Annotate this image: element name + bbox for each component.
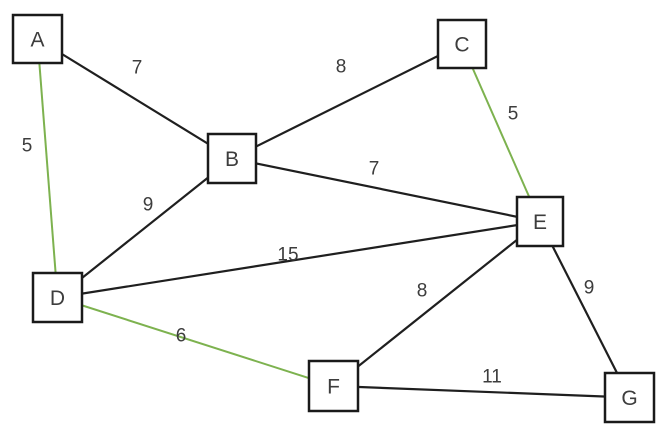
edge-A-B: [36, 38, 233, 160]
edge-D-F: [57, 296, 334, 387]
node-label-G: G: [621, 387, 637, 410]
node-label-C: C: [454, 34, 469, 57]
node-label-E: E: [533, 211, 547, 234]
node-A: A: [11, 13, 64, 65]
edge-weight-E-G: 9: [584, 278, 595, 299]
edge-A-D: [36, 38, 59, 298]
node-box-E: [515, 195, 565, 248]
node-label-B: B: [225, 148, 239, 171]
node-C: C: [436, 18, 488, 70]
edge-B-D: [56, 157, 233, 299]
edge-E-F: [332, 220, 541, 387]
node-label-A: A: [30, 29, 44, 52]
node-box-B: [206, 132, 258, 185]
edge-D-E: [57, 220, 541, 299]
node-E: E: [515, 195, 565, 248]
edge-E-G: [539, 221, 631, 398]
node-box-D: [31, 271, 84, 324]
edge-C-E: [461, 43, 541, 222]
edge-weight-D-F: 6: [176, 326, 187, 347]
node-box-C: [436, 18, 488, 70]
edge-F-G: [333, 384, 630, 399]
node-box-G: [603, 371, 656, 424]
edge-weight-E-F: 8: [417, 281, 428, 302]
node-B: B: [206, 132, 258, 185]
node-box-F: [307, 359, 360, 413]
node-F: F: [307, 359, 360, 413]
edge-weight-A-D: 5: [22, 136, 33, 157]
edge-B-E: [231, 157, 541, 223]
edge-B-C: [231, 43, 463, 160]
edge-weight-C-E: 5: [508, 104, 519, 125]
edge-weight-B-C: 8: [336, 57, 347, 78]
node-label-F: F: [327, 376, 340, 399]
node-label-D: D: [50, 287, 65, 310]
node-box-A: [11, 13, 64, 65]
edge-weight-B-D: 9: [143, 195, 154, 216]
node-G: G: [603, 371, 656, 424]
edge-weight-A-B: 7: [132, 58, 143, 79]
edge-weight-D-E: 15: [277, 245, 298, 266]
edge-weight-F-G: 11: [482, 367, 502, 388]
node-D: D: [31, 271, 84, 324]
edge-weight-B-E: 7: [369, 159, 380, 180]
